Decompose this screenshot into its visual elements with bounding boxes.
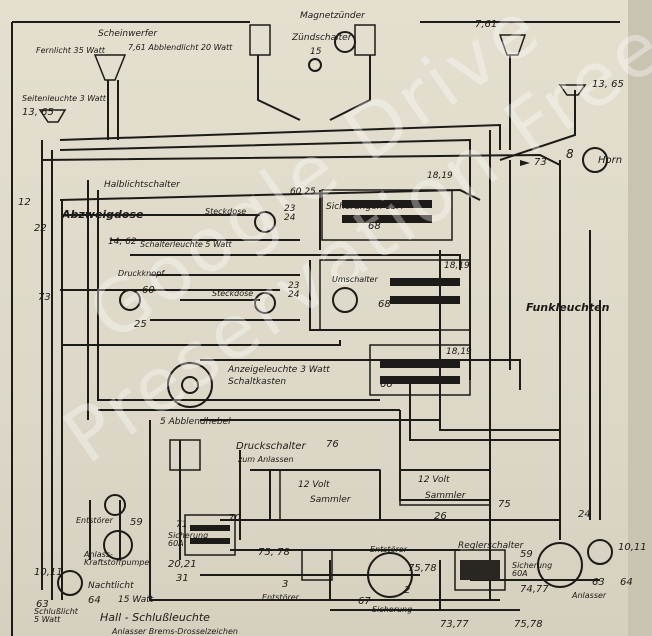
label-18-19-c: 18,19 bbox=[446, 347, 472, 357]
label-68-a: 68 bbox=[368, 221, 381, 232]
label-sicherungen: Sicherungen 15A bbox=[326, 202, 403, 212]
label-59-right: 59 bbox=[520, 549, 533, 560]
label-anzeigeleuchte: Anzeigeleuchte 3 Watt bbox=[228, 365, 330, 375]
label-76: 76 bbox=[326, 439, 339, 450]
label-18-19-b: 18,19 bbox=[444, 261, 470, 271]
label-entstoerer-mid: Entstörer bbox=[370, 545, 407, 554]
label-sicherung-right: Sicherung 60A bbox=[512, 561, 553, 578]
label-20-21: 20,21 bbox=[168, 559, 197, 570]
label-anlasser: Anlasser bbox=[572, 591, 607, 600]
label-68-b: 68 bbox=[378, 299, 391, 310]
label-23-24-a: 23 24 bbox=[284, 204, 296, 223]
label-schalterleuchte: Schalterleuchte 5 Watt bbox=[140, 240, 232, 249]
label-7-61-right: 7,61 bbox=[475, 19, 498, 30]
label-reglerschalter: Reglerschalter bbox=[458, 541, 524, 551]
label-26: 26 bbox=[434, 511, 447, 522]
label-64-left: 64 bbox=[88, 595, 101, 606]
label-seitenleuchte: Seitenleuchte 3 Watt bbox=[22, 94, 106, 103]
label-13-65-right: 13, 65 bbox=[592, 79, 624, 90]
label-59-left: 59 bbox=[130, 517, 143, 528]
label-steckdose-2: Steckdose bbox=[212, 289, 254, 298]
label-68-c: 68 bbox=[380, 379, 393, 390]
label-sicherung-60a: Sicherung 60A bbox=[168, 531, 209, 548]
label-zuendschalter: Zündschalter bbox=[292, 33, 352, 43]
label-25-b: 25 bbox=[134, 319, 147, 330]
label-73-top: 73 bbox=[534, 157, 547, 168]
label-halblichtschalter: Halblichtschalter bbox=[104, 180, 180, 190]
label-horn: Horn bbox=[598, 155, 623, 166]
page-margin bbox=[628, 0, 652, 636]
label-abzweigdose: Abzweigdose bbox=[62, 208, 144, 221]
label-fernlicht: Fernlicht 35 Watt bbox=[36, 46, 105, 55]
label-71: 71 bbox=[176, 520, 188, 530]
label-22: 22 bbox=[34, 223, 47, 234]
label-67: 67 bbox=[358, 596, 371, 607]
label-75-78-b: 75,78 bbox=[408, 563, 437, 574]
label-73-77: 73,77 bbox=[440, 619, 469, 630]
label-13-65-left: 13, 65 bbox=[22, 107, 54, 118]
label-18-19-a: 18,19 bbox=[427, 171, 453, 181]
label-schlusslicht: Schlußlicht 5 Watt bbox=[34, 607, 78, 624]
label-15-watt: 15 Watt bbox=[118, 595, 154, 605]
label-abblendlicht: 7,61 Abblendlicht 20 Watt bbox=[128, 43, 233, 52]
label-74-77: 74,77 bbox=[520, 584, 549, 595]
label-24-right: 24 bbox=[578, 509, 591, 520]
label-sammler-a: Sammler bbox=[310, 495, 351, 505]
label-15: 15 bbox=[310, 47, 322, 57]
label-hall-schlussleuchte: Hall - Schlußleuchte bbox=[100, 611, 210, 624]
label-75-78-a: 75, 78 bbox=[258, 547, 290, 558]
label-63-left: 63 bbox=[36, 599, 49, 610]
label-nachtlicht: Nachtlicht bbox=[88, 581, 134, 591]
label-75-78-c: 75,78 bbox=[514, 619, 543, 630]
label-10-11-left: 10,11 bbox=[34, 567, 63, 578]
label-14-62: 14, 62 bbox=[108, 237, 137, 247]
label-60-25: 60 25 bbox=[290, 187, 316, 197]
label-druckschalter: Druckschalter bbox=[236, 441, 306, 452]
label-2: 2 bbox=[404, 585, 411, 596]
label-steckdose-1: Steckdose bbox=[205, 207, 247, 216]
label-scheinwerfer: Scheinwerfer bbox=[98, 29, 158, 39]
label-10-11-right: 10,11 bbox=[618, 542, 647, 553]
label-73-left: 73 bbox=[38, 292, 51, 303]
label-magnetzuender: Magnetzünder bbox=[300, 11, 365, 21]
label-63: 63 bbox=[592, 577, 605, 588]
label-funkleuchten: Funkleuchten bbox=[526, 301, 610, 314]
label-sammler-b: Sammler bbox=[425, 491, 466, 501]
label-anlass-kraftstoffpumpe: Anlass- Kraftstoffpumpe bbox=[84, 550, 150, 567]
label-64: 64 bbox=[620, 577, 633, 588]
label-umschalter: Umschalter bbox=[332, 275, 378, 284]
label-entstoerer-left: Entstörer bbox=[76, 516, 113, 525]
label-3: 3 bbox=[282, 579, 289, 590]
label-sicherung-bottom: Sicherung bbox=[372, 605, 413, 614]
label-12: 12 bbox=[18, 197, 31, 208]
label-60-b: 60 bbox=[142, 285, 155, 296]
label-70: 70 bbox=[228, 513, 241, 524]
label-31: 31 bbox=[176, 573, 189, 584]
label-12-volt-b: 12 Volt bbox=[418, 475, 450, 485]
label-8: 8 bbox=[566, 147, 574, 161]
label-abblendhebel: 5 Abblendhebel bbox=[160, 417, 231, 427]
label-23-24-b: 23 24 bbox=[288, 281, 300, 300]
label-12-volt-a: 12 Volt bbox=[298, 480, 330, 490]
label-zum-anlassen: zum Anlassen bbox=[238, 455, 294, 464]
label-druckknopf: Druckknopf bbox=[118, 269, 165, 278]
label-75: 75 bbox=[498, 499, 511, 510]
label-caption-bottom: Anlasser Brems-Drosselzeichen bbox=[112, 627, 238, 636]
label-schaltkasten: Schaltkasten bbox=[228, 377, 287, 387]
label-entstoerer-bottom: Entstörer bbox=[262, 593, 299, 602]
